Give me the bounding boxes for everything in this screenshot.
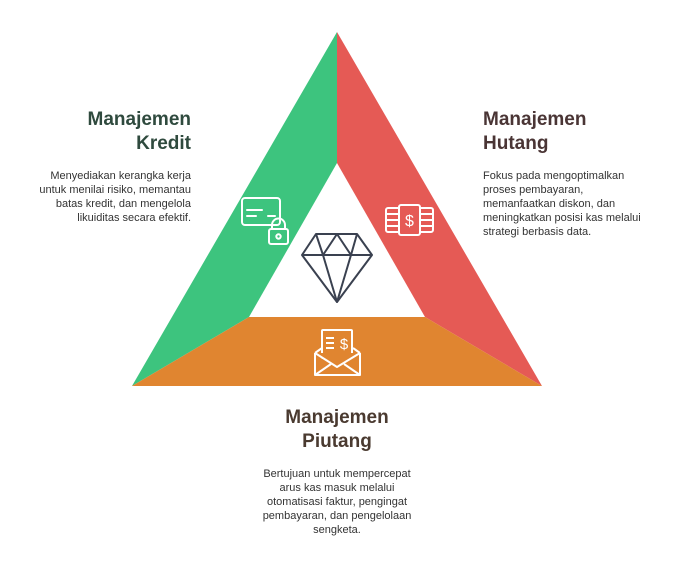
- hutang-title-line2: Hutang: [483, 133, 549, 154]
- diamond-icon: [301, 233, 373, 303]
- piutang-description: Bertujuan untuk mempercepat arus kas mas…: [262, 468, 412, 536]
- hutang-title-line1: Manajemen: [483, 109, 587, 130]
- kredit-title-line1: Manajemen: [87, 109, 191, 130]
- piutang-title-line2: Piutang: [302, 431, 372, 452]
- credit-card-lock-icon: [241, 197, 289, 245]
- hutang-description: Fokus pada mengoptimalkan proses pembaya…: [483, 170, 641, 238]
- kredit-description: Menyediakan kerangka kerja untuk menilai…: [39, 170, 191, 224]
- kredit-title: Manajemen Kredit: [88, 108, 191, 156]
- hutang-segment: [337, 32, 542, 386]
- invoice-envelope-icon: $: [314, 329, 361, 376]
- hutang-title: Manajemen Hutang: [483, 108, 586, 156]
- svg-text:$: $: [405, 213, 414, 230]
- kredit-segment: [132, 32, 337, 386]
- piutang-title: Manajemen Piutang: [237, 406, 437, 454]
- svg-text:$: $: [340, 336, 349, 353]
- money-stack-icon: $: [385, 204, 434, 236]
- kredit-title-line2: Kredit: [136, 133, 191, 154]
- piutang-title-line1: Manajemen: [285, 407, 389, 428]
